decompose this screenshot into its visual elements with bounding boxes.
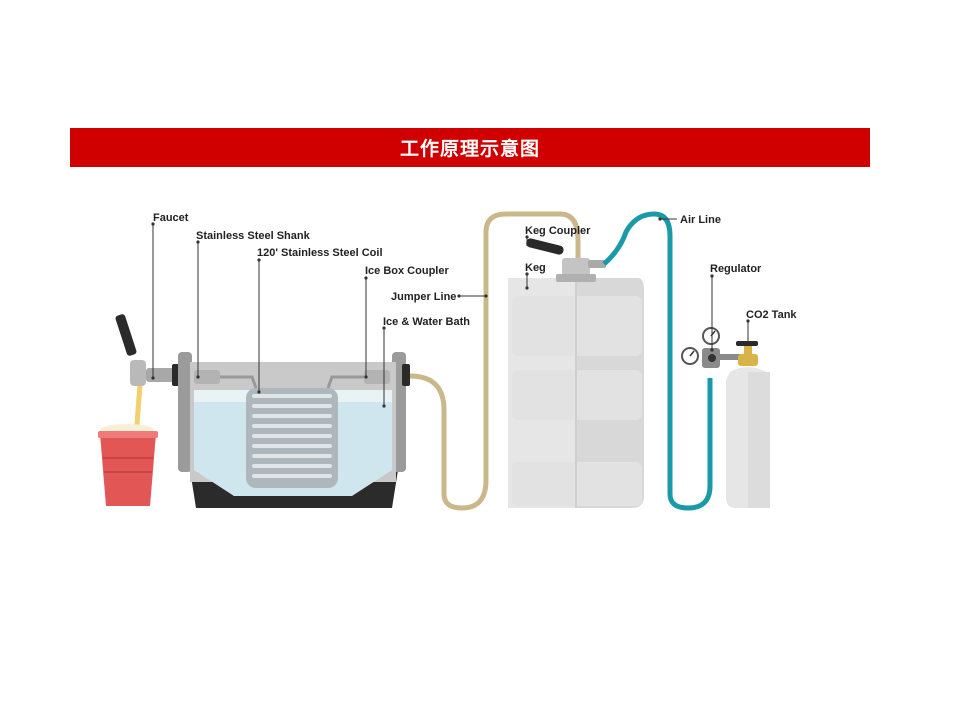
label-regulator: Regulator bbox=[710, 263, 762, 275]
cup bbox=[98, 384, 158, 506]
regulator-icon bbox=[681, 327, 746, 368]
ice-box bbox=[178, 352, 410, 508]
label-ice-water-bath: Ice & Water Bath bbox=[383, 316, 470, 328]
co2-tank-icon bbox=[726, 341, 770, 508]
callouts: Faucet Stainless Steel Shank 120' Stainl… bbox=[151, 212, 797, 408]
red-cup-body bbox=[100, 434, 156, 506]
beer-stream bbox=[134, 384, 143, 426]
red-cup-rim bbox=[98, 431, 158, 438]
label-keg: Keg bbox=[525, 262, 546, 274]
keg bbox=[508, 238, 644, 508]
air-line bbox=[602, 211, 713, 511]
stainless-steel-coil bbox=[246, 388, 338, 488]
tank-valve bbox=[738, 354, 758, 366]
label-shank: Stainless Steel Shank bbox=[196, 230, 311, 242]
faucet-handle bbox=[115, 314, 137, 356]
label-jumper-line: Jumper Line bbox=[391, 291, 456, 303]
jumper-line bbox=[409, 211, 581, 511]
label-keg-coupler: Keg Coupler bbox=[525, 225, 591, 237]
label-air-line: Air Line bbox=[680, 214, 721, 226]
label-ice-box-coupler: Ice Box Coupler bbox=[365, 265, 449, 277]
keg-coupler-icon bbox=[526, 238, 606, 282]
label-coil: 120' Stainless Steel Coil bbox=[257, 247, 383, 259]
label-co2-tank: CO2 Tank bbox=[746, 309, 797, 321]
faucet-body bbox=[130, 360, 146, 386]
page-title: 工作原理示意图 bbox=[399, 138, 540, 160]
title-bar: 工作原理示意图 bbox=[70, 128, 870, 167]
label-faucet: Faucet bbox=[153, 212, 189, 224]
stainless-steel-shank bbox=[194, 370, 220, 384]
faucet-icon bbox=[115, 314, 180, 386]
ice-box-coupler-fitting bbox=[364, 370, 390, 384]
faucet-neck bbox=[146, 368, 174, 382]
keg-coupler-handle bbox=[526, 238, 564, 255]
